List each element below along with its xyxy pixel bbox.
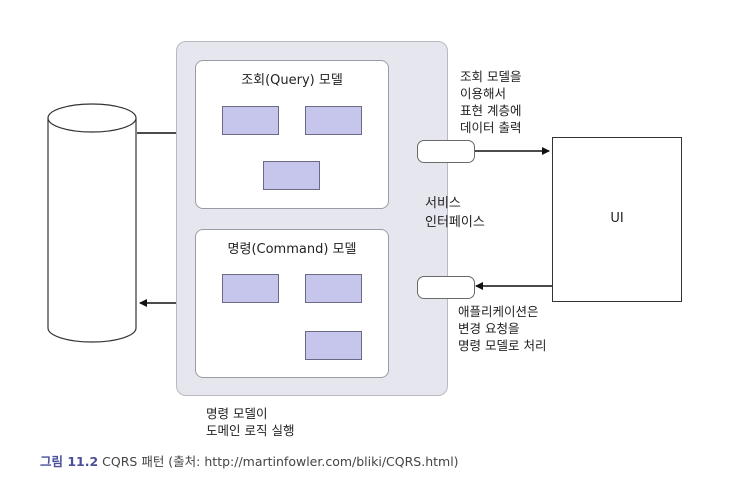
- ui-label: UI: [610, 211, 624, 226]
- service-interface-label: 서비스 인터페이스: [425, 196, 485, 230]
- command-block-bottom: [305, 331, 362, 360]
- figure-caption: 그림 11.2 CQRS 패턴 (출처: http://martinfowler…: [40, 451, 459, 470]
- command-block-a: [222, 274, 279, 303]
- note-query-output: 조회 모델을 이용해서 표현 계층에 데이터 출력: [460, 69, 522, 135]
- command-port: [417, 276, 475, 299]
- note-command-input: 애플리케이션은 변경 요청을 명령 모델로 처리: [458, 304, 547, 353]
- command-block-b: [305, 274, 362, 303]
- query-block-bottom: [263, 161, 320, 190]
- query-model-title: 조회(Query) 모델: [241, 73, 343, 88]
- command-model-title: 명령(Command) 모델: [227, 242, 357, 257]
- query-block-b: [305, 106, 362, 135]
- query-port: [417, 140, 475, 163]
- ui-box: UI: [552, 137, 682, 302]
- query-block-a: [222, 106, 279, 135]
- figure-caption-text: CQRS 패턴 (출처: http://martinfowler.com/bli…: [98, 454, 459, 469]
- database-cylinder: [47, 103, 137, 343]
- note-command-domain: 명령 모델이 도메인 로직 실행: [206, 406, 295, 438]
- figure-number: 그림 11.2: [40, 454, 99, 469]
